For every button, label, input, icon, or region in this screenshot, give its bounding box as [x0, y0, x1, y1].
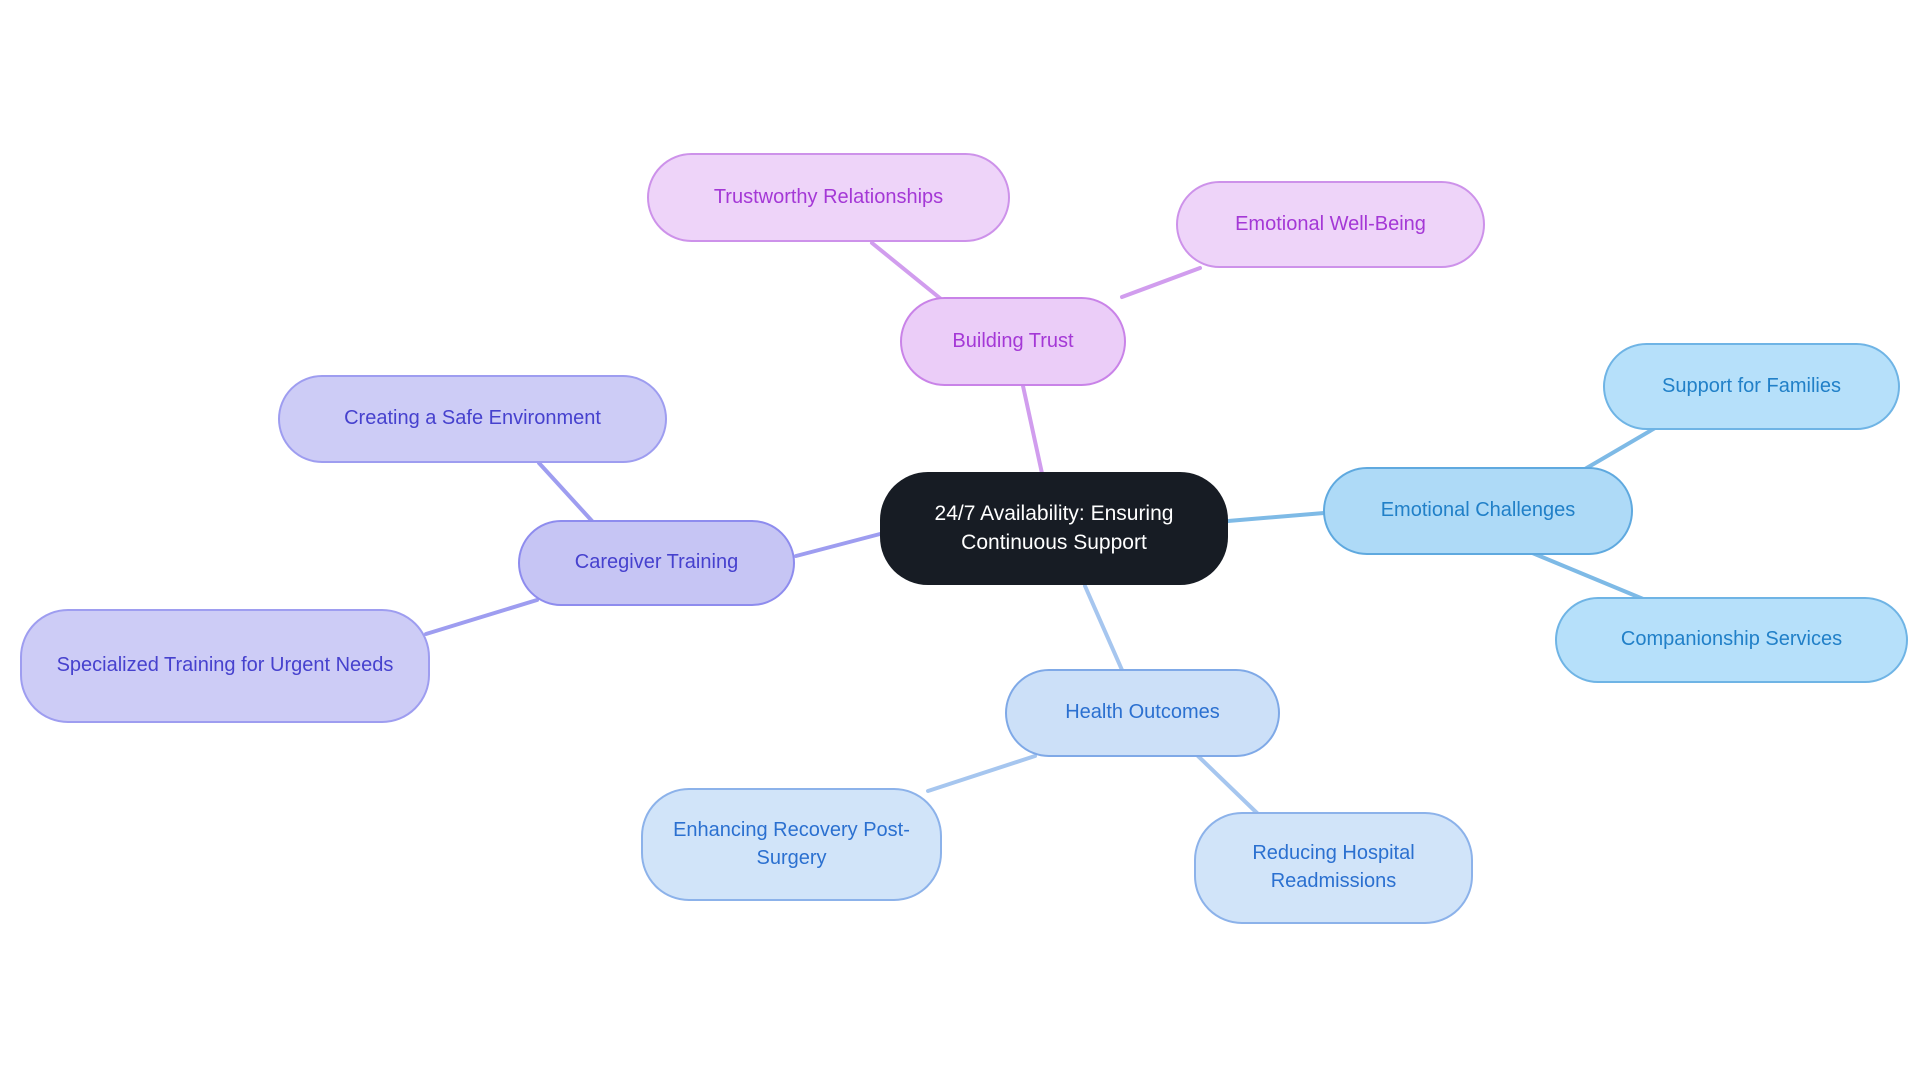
node-caregiver-training-label: Caregiver Training	[574, 551, 739, 574]
node-health-outcomes[interactable]: Health Outcomes	[1005, 669, 1280, 757]
edge-building-trust-trustworthy-relationships	[870, 241, 943, 301]
node-health-outcomes-label: Health Outcomes	[1065, 701, 1220, 724]
node-root[interactable]: 24/7 Availability: Ensuring Continuous S…	[880, 472, 1228, 585]
node-root-label: 24/7 Availability: Ensuring Continuous S…	[934, 501, 1174, 554]
edge-emotional-challenges-companionship-services	[1528, 550, 1650, 603]
node-building-trust-label: Building Trust	[952, 329, 1074, 352]
edge-caregiver-training-specialized-training	[424, 598, 539, 636]
node-trustworthy-relationships-label: Trustworthy Relationships	[713, 185, 944, 208]
node-reducing-hospital-readmissions-label: Reducing Hospital Readmissions	[1252, 842, 1415, 892]
edge-root-emotional-challenges	[1226, 511, 1326, 523]
node-specialized-training-for-urgent-needs[interactable]: Specialized Training for Urgent Needs	[20, 609, 430, 723]
edge-root-caregiver-training	[794, 532, 882, 558]
node-building-trust[interactable]: Building Trust	[900, 297, 1126, 386]
node-caregiver-training[interactable]: Caregiver Training	[518, 520, 795, 606]
edge-emotional-challenges-support-for-families	[1583, 426, 1657, 471]
edge-health-outcomes-reducing-readmissions	[1196, 754, 1260, 816]
node-emotional-challenges-label: Emotional Challenges	[1380, 499, 1576, 522]
edge-health-outcomes-enhancing-recovery	[926, 754, 1037, 793]
node-enhancing-recovery-post-surgery-label: Enhancing Recovery Post-Surgery	[673, 818, 910, 869]
edge-root-health-outcomes	[1083, 584, 1124, 672]
node-companionship-services-label: Companionship Services	[1620, 628, 1843, 651]
node-support-for-families-label: Support for Families	[1662, 374, 1841, 397]
node-companionship-services[interactable]: Companionship Services	[1555, 597, 1908, 683]
node-enhancing-recovery-post-surgery[interactable]: Enhancing Recovery Post-Surgery	[641, 788, 942, 901]
edge-caregiver-training-safe-environment	[537, 461, 594, 523]
edge-building-trust-emotional-well-being	[1120, 266, 1202, 299]
node-emotional-challenges[interactable]: Emotional Challenges	[1323, 467, 1633, 555]
node-specialized-training-for-urgent-needs-label: Specialized Training for Urgent Needs	[56, 654, 394, 677]
node-reducing-hospital-readmissions[interactable]: Reducing Hospital Readmissions	[1194, 812, 1473, 924]
node-support-for-families[interactable]: Support for Families	[1603, 343, 1900, 430]
node-creating-a-safe-environment[interactable]: Creating a Safe Environment	[278, 375, 667, 463]
node-emotional-well-being-label: Emotional Well-Being	[1235, 212, 1426, 235]
node-emotional-well-being[interactable]: Emotional Well-Being	[1176, 181, 1485, 268]
node-trustworthy-relationships[interactable]: Trustworthy Relationships	[647, 153, 1010, 242]
node-creating-a-safe-environment-label: Creating a Safe Environment	[344, 407, 601, 430]
edge-root-building-trust	[1021, 384, 1045, 480]
